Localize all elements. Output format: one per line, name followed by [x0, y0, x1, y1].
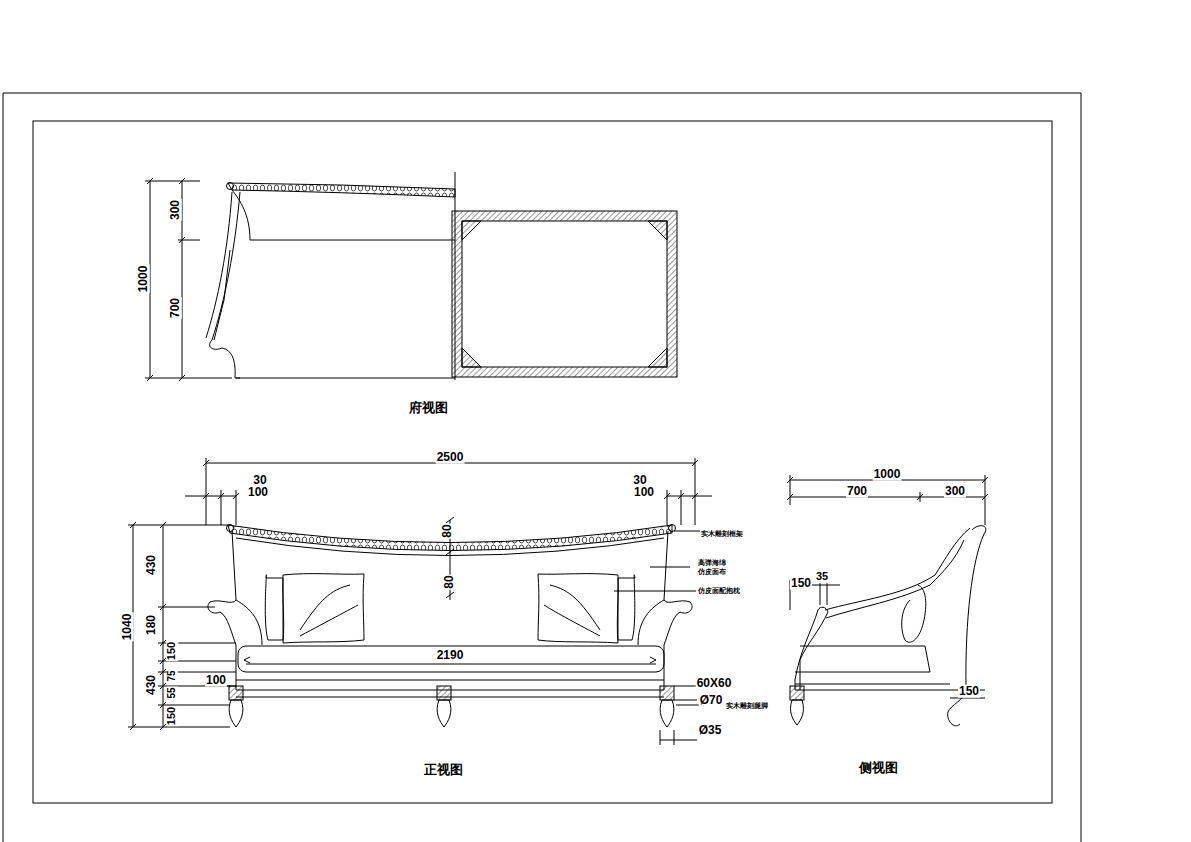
- dimension-text: 2190: [436, 649, 465, 662]
- dimension-text: 700: [846, 485, 868, 498]
- dimension-text: Ø35: [698, 724, 723, 737]
- dimension-text: Ø70: [699, 694, 724, 707]
- dimension-text: 55: [167, 686, 178, 699]
- side-view: [787, 475, 988, 726]
- top-view: [145, 172, 677, 381]
- dimension-text: 1000: [137, 265, 150, 294]
- view-title: 府视图: [408, 401, 449, 415]
- dimension-text: 300: [169, 199, 182, 221]
- dimension-text: 35: [815, 571, 829, 583]
- dimension-text: 100: [247, 486, 269, 499]
- material-note: 实木雕刻框架: [700, 530, 744, 537]
- dimension-text: 2500: [436, 451, 465, 464]
- dimension-text: 150: [790, 577, 812, 590]
- dimension-text: 1040: [121, 613, 134, 642]
- dimension-text: 180: [145, 614, 158, 636]
- dimension-text: 80: [441, 523, 454, 538]
- dimension-text: 430: [145, 674, 158, 696]
- view-title: 正视图: [423, 763, 464, 777]
- dimension-text: 430: [145, 554, 158, 576]
- dimension-text: 30: [632, 474, 647, 487]
- dimension-text: 150: [166, 706, 178, 726]
- dimension-text: 1000: [873, 468, 902, 481]
- dimension-text: 80: [443, 574, 456, 589]
- dimension-text: 300: [944, 485, 966, 498]
- sheet-frame: [3, 93, 1081, 842]
- dimension-text: 150: [166, 641, 178, 661]
- dimension-text: 75: [167, 669, 178, 682]
- material-note: 实木雕刻腿脚: [725, 702, 769, 709]
- dimension-text: 150: [958, 685, 980, 698]
- dimension-text: 30: [252, 474, 267, 487]
- view-title: 侧视图: [858, 761, 899, 775]
- dimension-text: 700: [169, 297, 182, 319]
- front-view: [128, 458, 720, 745]
- material-note: 仿皮面布: [697, 568, 727, 575]
- material-note: 高弹海绵: [697, 559, 727, 566]
- material-note: 仿皮面配抱枕: [697, 587, 741, 594]
- dimension-text: 60X60: [696, 677, 733, 690]
- dimension-text: 100: [633, 486, 655, 499]
- dimension-text: 100: [205, 674, 227, 687]
